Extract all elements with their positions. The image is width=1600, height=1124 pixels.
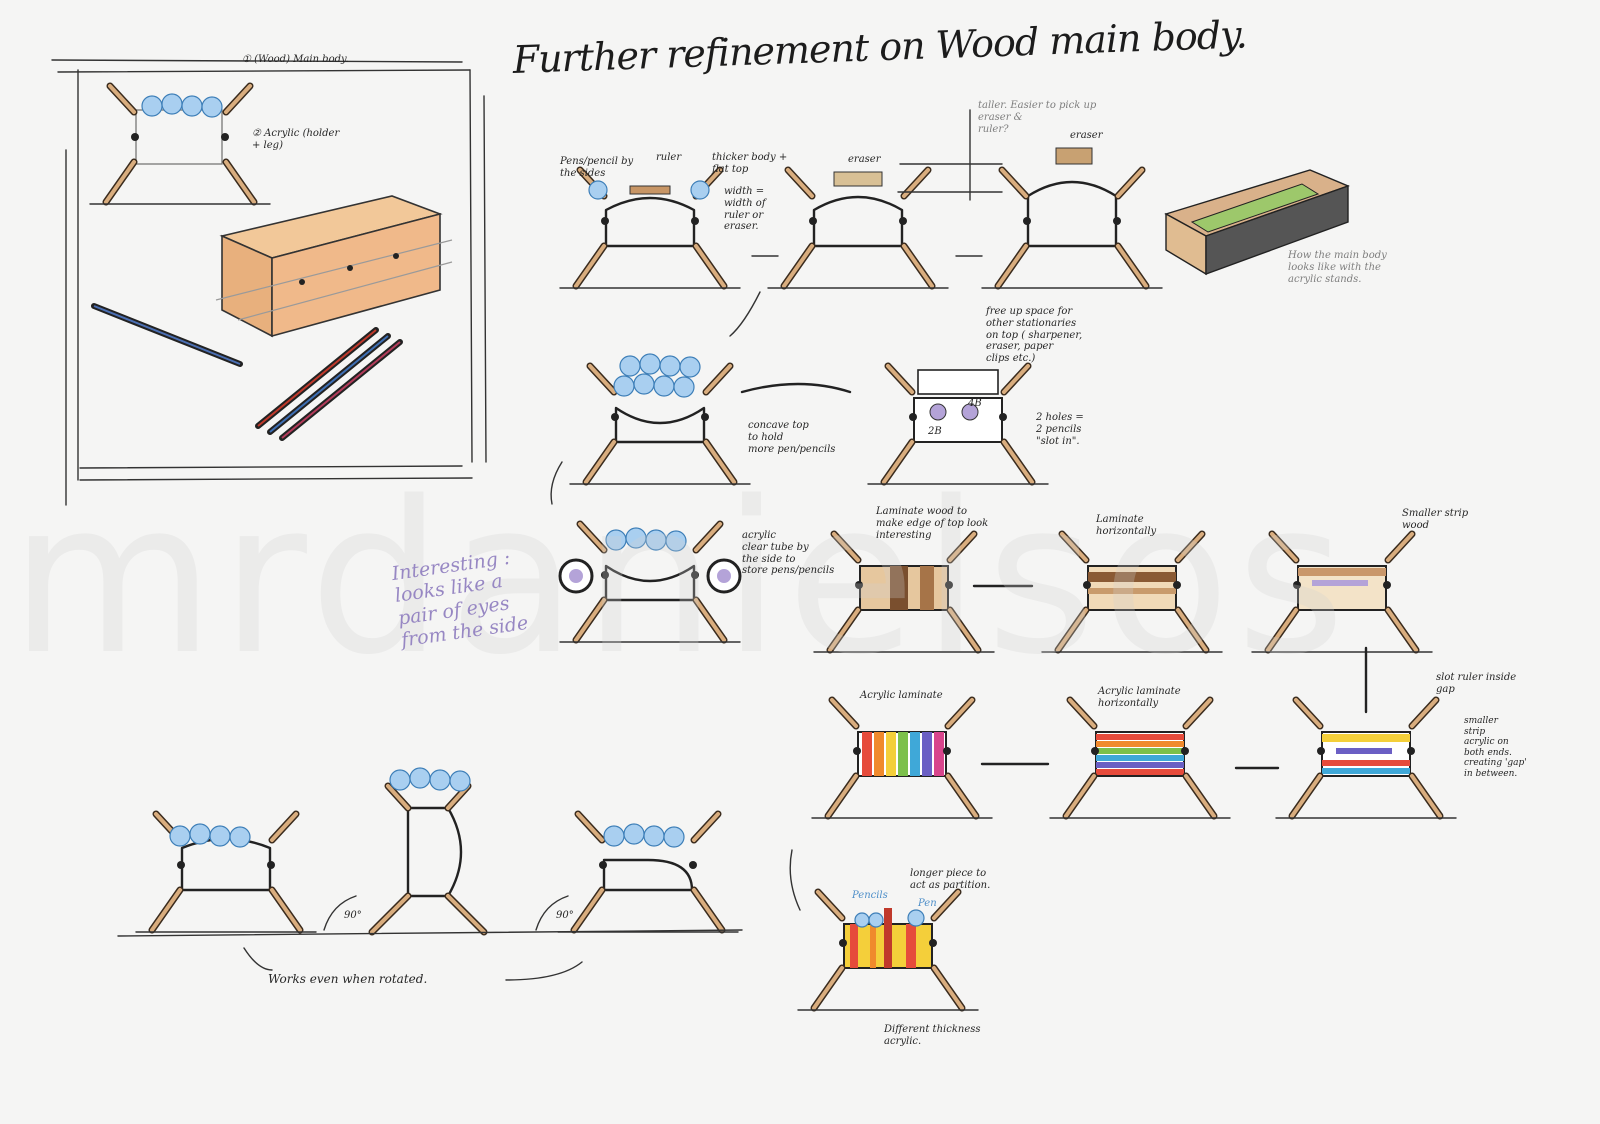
stand-eraser-top bbox=[768, 170, 948, 288]
stand-laminate-horizontal bbox=[1042, 534, 1222, 652]
rotated-stand-2 bbox=[368, 767, 488, 936]
note-pens-pencils-sides: Pens/pencil by the sides bbox=[560, 156, 634, 179]
arrow-to-tubes bbox=[550, 461, 563, 505]
note-interesting: Interesting : looks like a pair of eyes … bbox=[390, 546, 530, 652]
note-smaller-strip-acrylic: smaller strip acrylic on both ends. crea… bbox=[1464, 716, 1527, 780]
note-pencils: Pencils bbox=[852, 890, 888, 901]
stand-acrylic-horizontal bbox=[1050, 700, 1230, 818]
note-longer-piece: longer piece to act as partition. bbox=[910, 868, 991, 891]
label-angle-2: 90° bbox=[556, 910, 574, 921]
note-smaller-strip-wood: Smaller strip wood bbox=[1402, 508, 1469, 531]
main-body-perspective bbox=[1164, 169, 1350, 276]
stand-acrylic-laminate bbox=[812, 700, 992, 818]
note-concave-top: concave top to hold more pen/pencils bbox=[748, 420, 836, 455]
note-pen: Pen bbox=[918, 898, 937, 909]
wood-block-perspective bbox=[215, 195, 453, 338]
note-different-thickness: Different thickness acrylic. bbox=[884, 1024, 981, 1047]
arrow-to-holes bbox=[740, 382, 852, 394]
note-acrylic-laminate-horizontally: Acrylic laminate horizontally bbox=[1098, 686, 1181, 709]
stand-smaller-strip-wood bbox=[1252, 534, 1432, 652]
rotated-stand-3 bbox=[558, 814, 738, 932]
note-eraser-1: eraser bbox=[848, 154, 881, 165]
note-acrylic-laminate: Acrylic laminate bbox=[860, 690, 943, 701]
note-taller: taller. Easier to pick up eraser & ruler… bbox=[978, 100, 1097, 135]
note-acrylic-clear-tube: acrylic clear tube by the side to store … bbox=[742, 530, 835, 577]
concept-stand bbox=[90, 86, 270, 204]
arrows-row-1 bbox=[729, 109, 1003, 337]
stand-taller bbox=[982, 147, 1162, 288]
note-free-up-space: free up space for other stationaries on … bbox=[986, 306, 1083, 365]
note-two-holes: 2 holes = 2 pencils "slot in". bbox=[1036, 412, 1084, 447]
note-main-body: ① (Wood) Main body. bbox=[242, 54, 349, 65]
concept-frame bbox=[51, 59, 487, 506]
label-2b: 2B bbox=[928, 426, 942, 437]
arrow-to-partition bbox=[789, 849, 801, 911]
note-acrylic-holder: ② Acrylic (holder + leg) bbox=[252, 128, 340, 151]
rotated-stand-1 bbox=[136, 814, 316, 932]
stand-partition bbox=[798, 892, 978, 1010]
note-slot-ruler: slot ruler inside gap bbox=[1436, 672, 1517, 695]
note-works-rotated: Works even when rotated. bbox=[268, 972, 428, 986]
ground-lines bbox=[117, 895, 743, 981]
note-eraser-2: eraser bbox=[1070, 130, 1103, 141]
note-laminate-wood: Laminate wood to make edge of top look i… bbox=[876, 506, 989, 541]
stand-ruler-top bbox=[560, 170, 740, 288]
note-ruler: ruler bbox=[656, 152, 682, 163]
stand-concave bbox=[570, 353, 750, 484]
note-width: width = width of ruler or eraser. bbox=[724, 186, 766, 233]
pencils-sketch bbox=[91, 303, 403, 441]
label-4b: 4B bbox=[968, 398, 982, 409]
note-thicker-body: thicker body + flat top bbox=[712, 152, 788, 175]
stand-laminate-wood bbox=[814, 534, 994, 652]
note-main-body-acrylic: How the main body looks like with the ac… bbox=[1288, 250, 1387, 285]
label-angle-1: 90° bbox=[344, 910, 362, 921]
stand-tubes bbox=[560, 524, 740, 642]
stand-acrylic-gap bbox=[1276, 700, 1456, 818]
stand-holes bbox=[868, 366, 1048, 484]
note-laminate-horizontally: Laminate horizontally bbox=[1096, 514, 1157, 537]
